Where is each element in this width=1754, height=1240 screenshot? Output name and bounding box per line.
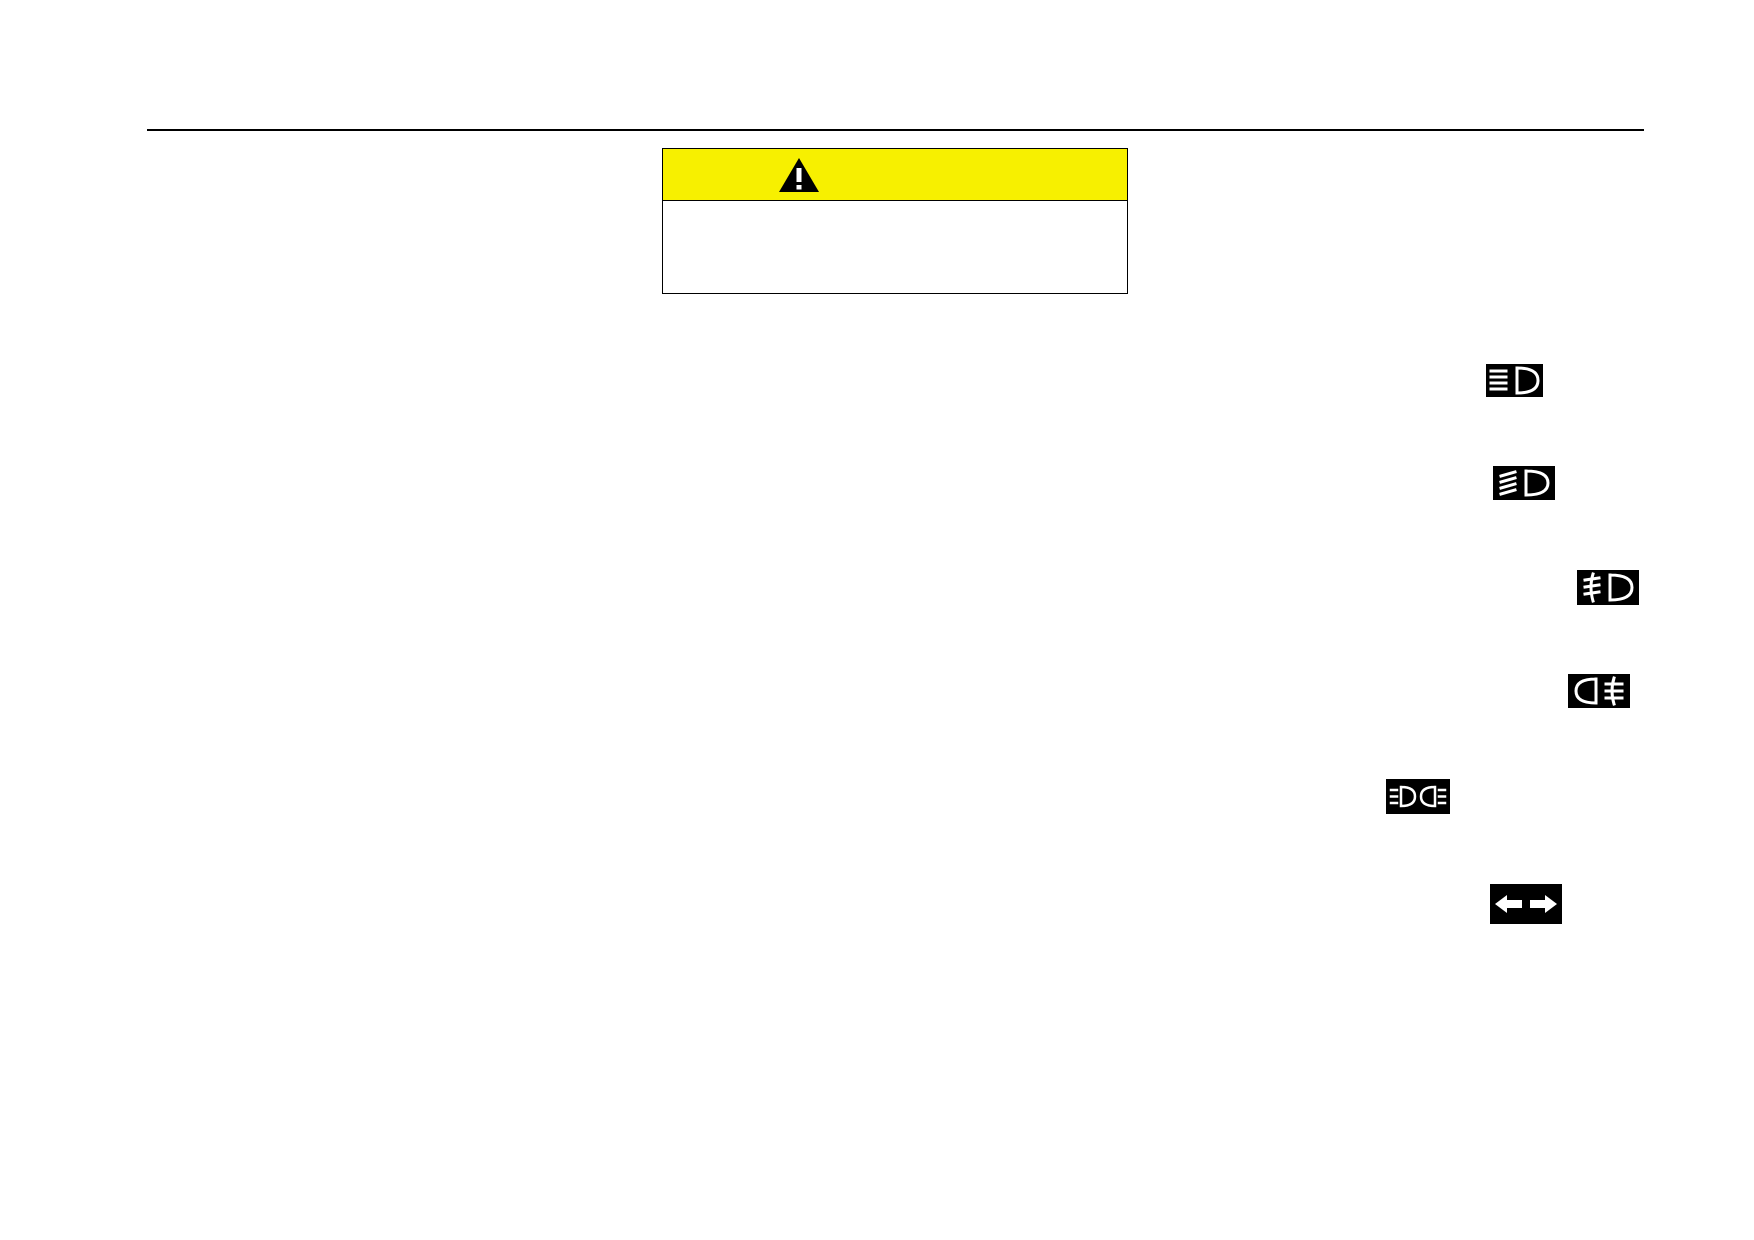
warning-body	[663, 201, 1127, 293]
warning-header	[663, 149, 1127, 201]
turn-signal-icon	[1490, 884, 1562, 924]
warning-triangle-icon	[778, 157, 820, 193]
front-fog-light-icon	[1577, 570, 1639, 605]
low-beam-icon	[1493, 466, 1555, 500]
position-light-icon	[1386, 779, 1450, 814]
warning-box	[662, 148, 1128, 294]
high-beam-icon	[1486, 364, 1543, 397]
header-rule	[147, 129, 1644, 131]
rear-fog-light-icon	[1568, 674, 1630, 708]
